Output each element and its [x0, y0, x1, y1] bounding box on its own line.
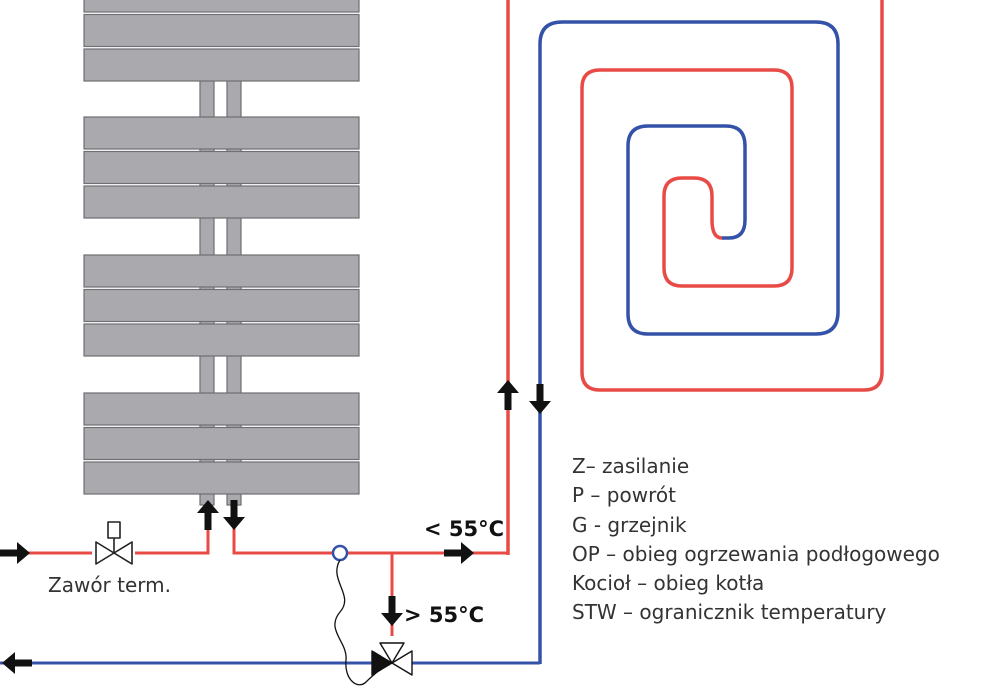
arrow-icon [444, 542, 474, 564]
radiator-panel [83, 426, 360, 461]
supply-temperature-label: < 55°C [424, 517, 505, 541]
arrow-icon [223, 500, 245, 530]
legend-item-p: P – powrót [572, 483, 676, 508]
legend-item-stw: STW – ogranicznik temperatury [572, 600, 887, 625]
sensor-capillary-line [334, 559, 387, 686]
supply-pipes [0, 520, 508, 636]
legend-item-g: G - grzejnik [572, 512, 687, 537]
floor-loop-return-pipe [538, 20, 840, 664]
arrow-icon [497, 380, 519, 410]
legend-item-z: Z– zasilanie [572, 454, 690, 478]
radiator-panel [83, 116, 360, 150]
arrow-icon [2, 652, 32, 674]
flow-arrows [0, 380, 551, 674]
thermostatic-valve-label: Zawór term. [48, 573, 171, 597]
radiator-panel [83, 392, 360, 426]
radiator-panel [83, 185, 360, 219]
floor-heating-loop [506, 0, 884, 664]
three-way-valve-icon[interactable] [371, 642, 413, 676]
legend: Z– zasilanie P – powrót G - grzejnik OP … [572, 452, 940, 628]
radiator-panels [83, 0, 360, 495]
radiator-return-supply-pipe [232, 520, 508, 555]
floor-loop-supply-pipe [506, 0, 884, 555]
mixing-temperature-label: > 55°C [404, 603, 485, 627]
radiator-panel [83, 461, 360, 495]
temperature-sensor-icon [331, 544, 349, 562]
legend-item-kociol: Kocioł – obieg kotła [572, 571, 765, 596]
valve-icon[interactable] [95, 521, 133, 565]
arrow-icon [197, 500, 219, 530]
radiator-panel [83, 0, 360, 13]
radiator-panel [83, 254, 360, 288]
legend-item-op: OP – obieg ogrzewania podłogowego [572, 541, 940, 566]
radiator [83, 0, 360, 506]
arrow-icon [0, 542, 30, 564]
radiator-panel [83, 150, 360, 185]
radiator-supply-pipe [135, 520, 210, 555]
radiator-panel [83, 288, 360, 323]
arrow-icon [381, 596, 403, 626]
radiator-panel [83, 323, 360, 357]
arrow-icon [529, 384, 551, 414]
radiator-panel [83, 48, 360, 82]
radiator-panel [83, 13, 360, 48]
